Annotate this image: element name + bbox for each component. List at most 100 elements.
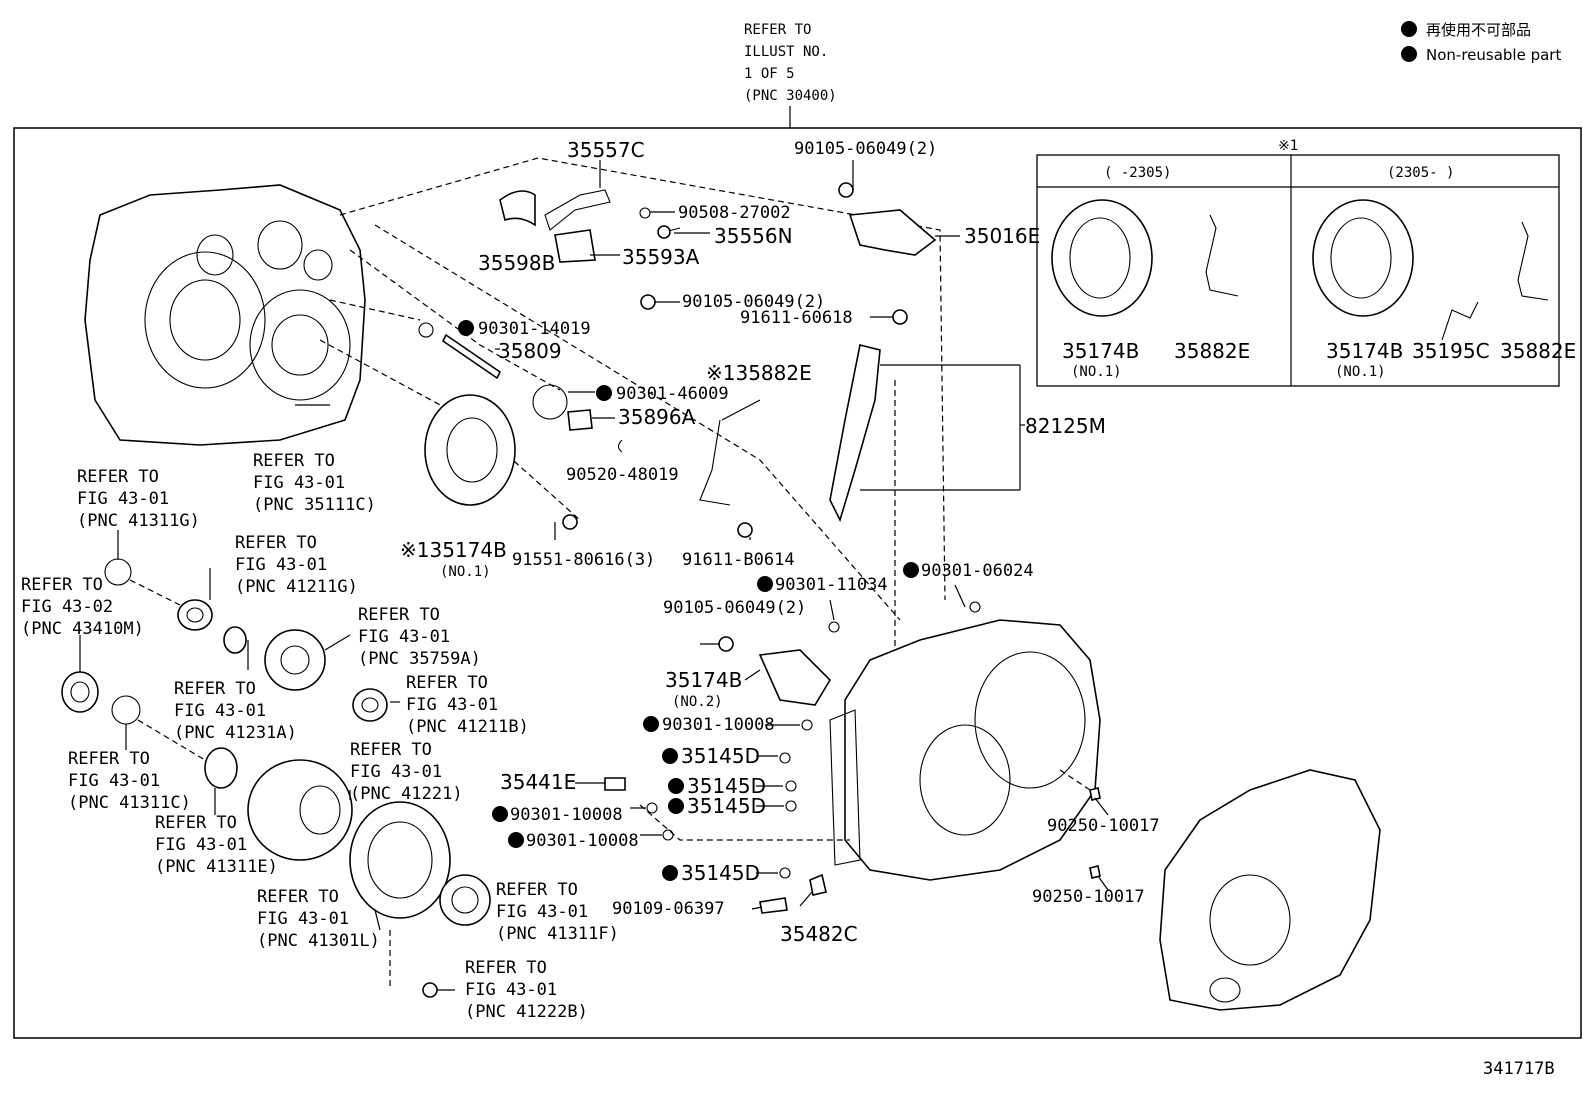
diagram-frame <box>13 127 1582 1039</box>
part-number-label: 82125M <box>1025 414 1106 438</box>
refer-note-41222b: REFER TO FIG 43-01 (PNC 41222B) <box>465 958 588 1022</box>
part-number-label: 35145D <box>687 794 766 818</box>
part-number-label: 35145D <box>681 744 760 768</box>
svg-text:FIG 43-01: FIG 43-01 <box>465 980 557 1000</box>
inset-mark: ※1 <box>1278 138 1298 154</box>
leader-lines <box>79 160 1109 991</box>
inset-part-label: 35174B <box>1062 339 1139 363</box>
part-number-label: 90105-06049(2) <box>663 598 806 618</box>
part-number-label: 90301-06024 <box>921 561 1034 581</box>
bracket-drawing <box>499 190 536 227</box>
part-labels: 35557C 90508-27002 35598B 35593A 35556N … <box>400 138 1160 946</box>
inset-part-label: 35882E <box>1500 339 1576 363</box>
svg-text:REFER TO: REFER TO <box>77 467 159 487</box>
transaxle-assembly-drawing <box>829 619 1101 881</box>
svg-text:FIG 43-01: FIG 43-01 <box>235 555 327 575</box>
wire-bracket-drawing <box>1517 221 1549 301</box>
non-reusable-dot-icon <box>643 716 659 732</box>
part-number-label: 35593A <box>622 245 700 269</box>
svg-text:FIG 43-01: FIG 43-01 <box>68 771 160 791</box>
part-number-label: 35809 <box>498 339 562 363</box>
svg-text:FIG 43-01: FIG 43-01 <box>155 835 247 855</box>
svg-text:(PNC 41231A): (PNC 41231A) <box>174 723 297 743</box>
inset-sub-label: (NO.1) <box>1335 364 1386 380</box>
part-number-label: 90105-06049(2) <box>794 139 937 159</box>
svg-text:(PNC 41211G): (PNC 41211G) <box>235 577 358 597</box>
svg-text:REFER TO: REFER TO <box>465 958 547 978</box>
svg-text:(PNC 41311G): (PNC 41311G) <box>77 511 200 531</box>
transaxle-side-drawing <box>1159 769 1381 1011</box>
part-number-label: ※135174B <box>400 538 507 562</box>
inset-sub-label: (NO.1) <box>1071 364 1122 380</box>
svg-text:(PNC 41311F): (PNC 41311F) <box>496 924 619 944</box>
part-number-label: 90301-10008 <box>526 831 639 851</box>
ring-gear-drawing <box>349 801 451 919</box>
part-number-label: 90508-27002 <box>678 203 791 223</box>
part-number-label: 35896A <box>618 405 696 429</box>
svg-text:FIG 43-01: FIG 43-01 <box>257 909 349 929</box>
svg-text:REFER TO: REFER TO <box>235 533 317 553</box>
non-reusable-dot-icon <box>596 385 612 401</box>
refer-note-41231a: REFER TO FIG 43-01 (PNC 41231A) <box>174 679 297 743</box>
svg-text:(PNC 41221): (PNC 41221) <box>350 784 463 804</box>
svg-text:FIG 43-01: FIG 43-01 <box>174 701 266 721</box>
top-refer-note: REFER TO ILLUST NO. 1 OF 5 (PNC 30400) <box>744 22 837 128</box>
non-reusable-dot-icon <box>662 748 678 764</box>
svg-text:REFER TO: REFER TO <box>155 813 237 833</box>
svg-text:(PNC 41301L): (PNC 41301L) <box>257 931 380 951</box>
svg-text:(PNC 35759A): (PNC 35759A) <box>358 649 481 669</box>
refer-note-41211g: REFER TO FIG 43-01 (PNC 41211G) <box>235 533 358 597</box>
part-number-label: 90250-10017 <box>1032 887 1145 907</box>
inset-part-label: 35882E <box>1174 339 1250 363</box>
svg-text:REFER TO: REFER TO <box>496 880 578 900</box>
svg-text:(PNC 41311E): (PNC 41311E) <box>155 857 278 877</box>
svg-text:REFER TO: REFER TO <box>358 605 440 625</box>
refer-note-41301l: REFER TO FIG 43-01 (PNC 41301L) <box>257 887 380 951</box>
transmission-case-drawing <box>84 184 366 446</box>
legend-line-2: Non-reusable part <box>1426 46 1561 64</box>
part-number-label: 90301-10008 <box>662 715 775 735</box>
top-parts-group <box>418 182 937 538</box>
refer-note-35111c: REFER TO FIG 43-01 (PNC 35111C) <box>253 451 376 515</box>
svg-text:REFER TO: REFER TO <box>253 451 335 471</box>
inset-part-label: 35174B <box>1326 339 1403 363</box>
refer-note-41211b: REFER TO FIG 43-01 (PNC 41211B) <box>406 673 529 737</box>
differential-parts-group <box>61 558 491 998</box>
svg-text:FIG 43-01: FIG 43-01 <box>77 489 169 509</box>
part-number-label: 90301-46009 <box>616 384 729 404</box>
wire-bracket-drawing <box>1205 214 1239 297</box>
svg-text:REFER TO: REFER TO <box>174 679 256 699</box>
diagram-id: 341717B <box>1483 1059 1555 1079</box>
part-number-label: 90301-11034 <box>775 575 888 595</box>
part-number-label: 35016E <box>964 224 1040 248</box>
part-number-label: 35145D <box>687 774 766 798</box>
non-reusable-dot-icon <box>492 806 508 822</box>
svg-text:(PNC 35111C): (PNC 35111C) <box>253 495 376 515</box>
part-number-label: 91611-60618 <box>740 308 853 328</box>
svg-text:REFER TO: REFER TO <box>21 575 103 595</box>
part-number-label: 35557C <box>567 138 645 162</box>
part-number-label: 90301-10008 <box>510 805 623 825</box>
non-reusable-dot-icon <box>508 832 524 848</box>
inset-right-header: (2305- ) <box>1387 165 1454 181</box>
svg-text:(PNC 41211B): (PNC 41211B) <box>406 717 529 737</box>
part-number-label: 35174B <box>665 668 742 692</box>
wire-harness-drawing <box>829 344 881 523</box>
refer-note-43410m: REFER TO FIG 43-02 (PNC 43410M) <box>21 575 144 639</box>
non-reusable-dot-icon <box>1401 46 1417 62</box>
non-reusable-dot-icon <box>662 865 678 881</box>
legend-line-1: 再使用不可部品 <box>1426 21 1531 39</box>
non-reusable-dot-icon <box>1401 21 1417 37</box>
top-refer-line: 1 OF 5 <box>744 66 795 82</box>
part-number-label: 35145D <box>681 861 760 885</box>
svg-text:FIG 43-01: FIG 43-01 <box>496 902 588 922</box>
svg-text:REFER TO: REFER TO <box>68 749 150 769</box>
refer-note-41311c: REFER TO FIG 43-01 (PNC 41311C) <box>68 749 191 813</box>
clip-drawing <box>1441 301 1479 341</box>
non-reusable-dot-icon <box>458 320 474 336</box>
part-number-label: 90250-10017 <box>1047 816 1160 836</box>
part-number-label: 90520-48019 <box>566 465 679 485</box>
svg-text:FIG 43-01: FIG 43-01 <box>406 695 498 715</box>
transmission-cover-drawing <box>424 394 516 506</box>
svg-text:FIG 43-01: FIG 43-01 <box>350 762 442 782</box>
